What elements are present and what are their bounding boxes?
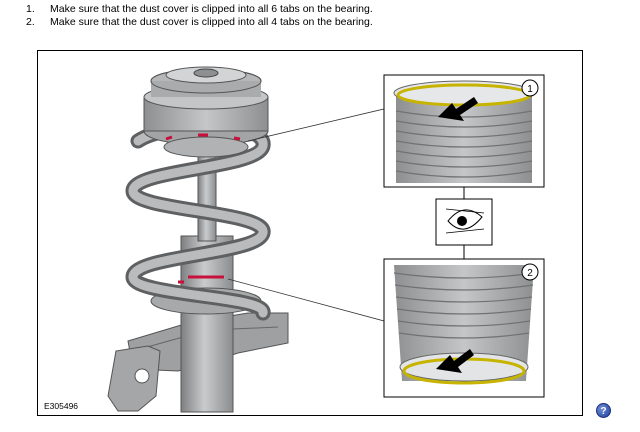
arrow-icon (438, 97, 478, 121)
leader-line-1 (247, 108, 385, 142)
figure-code: E305496 (44, 401, 79, 411)
callout-1 (521, 79, 539, 97)
detail-view-2: 2 (383, 258, 545, 398)
detail-view-1: 1 (383, 74, 545, 188)
upper-tab-markers (165, 133, 241, 141)
arrow-icon (436, 349, 474, 373)
step-2: 2. Make sure that the dust cover is clipp… (26, 16, 373, 29)
callout-1-label: 1 (527, 84, 533, 95)
strut-illustration: 1 2 (37, 50, 583, 416)
step-number: 2. (26, 16, 35, 28)
help-icon[interactable]: ? (596, 403, 611, 418)
bolt-hole (134, 368, 150, 384)
top-mount (143, 66, 269, 158)
callout-2-label: 2 (527, 268, 533, 279)
strut-drawing: 1 2 (107, 66, 545, 413)
step-number: 1. (26, 3, 35, 15)
view-direction-eye-icon (435, 187, 493, 259)
lower-tab-markers (178, 275, 224, 284)
instruction-steps: 1. Make sure that the dust cover is clipp… (26, 3, 373, 29)
step-text: Make sure that the dust cover is clipped… (50, 3, 373, 15)
step-1: 1. Make sure that the dust cover is clipp… (26, 3, 373, 16)
leader-line-2 (227, 278, 385, 322)
step-text: Make sure that the dust cover is clipped… (50, 16, 373, 28)
callout-2 (521, 263, 539, 281)
